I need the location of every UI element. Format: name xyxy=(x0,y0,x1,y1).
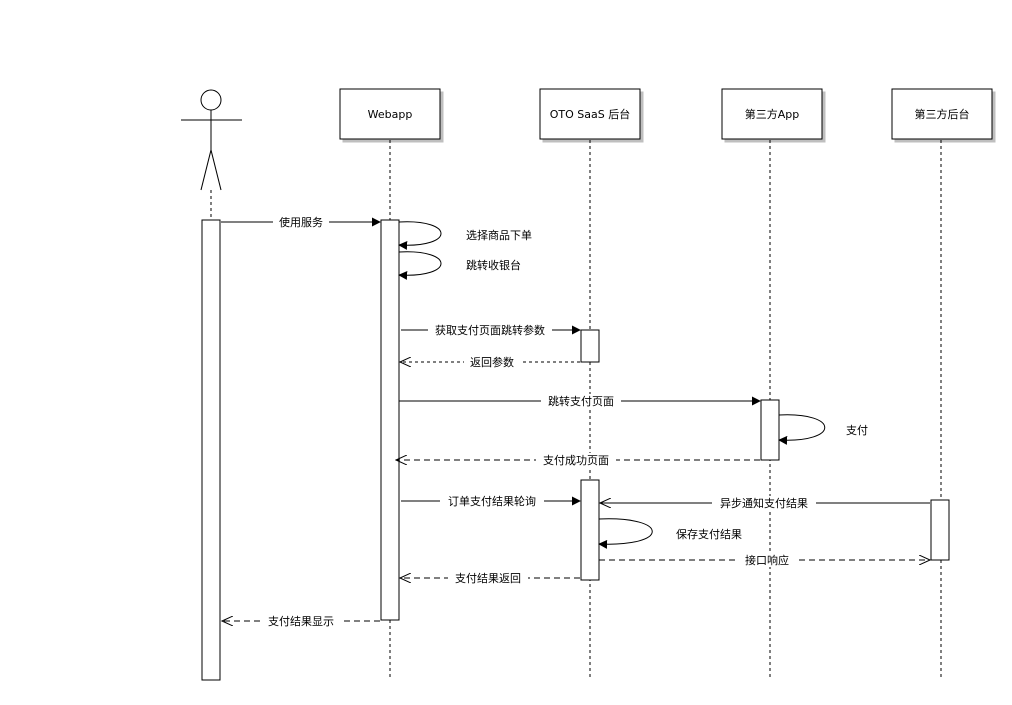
activation-actor xyxy=(201,219,221,681)
message-label: 返回参数 xyxy=(470,355,514,369)
actor-icon xyxy=(181,89,242,191)
message-label: 支付结果显示 xyxy=(268,615,334,628)
message-label: 跳转收银台 xyxy=(466,258,521,272)
participant-backend3-label: 第三方后台 xyxy=(915,107,970,121)
participant-backend3: 第三方后台 xyxy=(891,88,993,140)
message-pay-success-page: 支付成功页面 xyxy=(396,453,760,467)
message-save-result: 保存支付结果 xyxy=(598,518,742,549)
message-poll-result: 订单支付结果轮询 xyxy=(401,494,581,508)
activation-saas-1 xyxy=(580,329,600,363)
activation-app3 xyxy=(760,399,780,461)
message-result-return: 支付结果返回 xyxy=(400,571,580,585)
message-result-display: 支付结果显示 xyxy=(222,614,380,628)
message-select-order: 选择商品下单 xyxy=(398,221,532,250)
message-get-pay-params: 获取支付页面跳转参数 xyxy=(401,323,581,337)
message-pay: 支付 xyxy=(778,414,868,445)
activation-webapp xyxy=(380,219,400,621)
message-label: 接口响应 xyxy=(745,553,789,567)
participant-app3: 第三方App xyxy=(721,88,823,140)
message-goto-pay-page: 跳转支付页面 xyxy=(399,394,761,408)
participant-saas-label: OTO SaaS 后台 xyxy=(550,107,630,121)
message-api-response: 接口响应 xyxy=(599,553,930,567)
message-label: 跳转支付页面 xyxy=(548,394,614,408)
participant-webapp-label: Webapp xyxy=(368,108,413,121)
participant-saas: OTO SaaS 后台 xyxy=(539,88,641,140)
message-async-notify: 异步通知支付结果 xyxy=(600,496,930,510)
message-label: 异步通知支付结果 xyxy=(720,496,808,510)
activation-saas-2 xyxy=(580,479,600,581)
participant-app3-label: 第三方App xyxy=(745,107,800,121)
message-use-service: 使用服务 xyxy=(221,215,381,229)
message-label: 订单支付结果轮询 xyxy=(448,494,536,508)
participant-webapp: Webapp xyxy=(339,88,441,140)
message-label: 支付结果返回 xyxy=(455,572,521,585)
message-label: 支付 xyxy=(846,424,868,437)
message-goto-cashier: 跳转收银台 xyxy=(398,251,521,280)
message-label: 获取支付页面跳转参数 xyxy=(435,323,545,337)
message-label: 选择商品下单 xyxy=(466,228,532,242)
message-return-params: 返回参数 xyxy=(400,355,580,369)
message-label: 使用服务 xyxy=(279,216,323,229)
message-label: 支付成功页面 xyxy=(543,454,609,467)
activation-backend3 xyxy=(930,499,950,561)
message-label: 保存支付结果 xyxy=(676,527,742,541)
